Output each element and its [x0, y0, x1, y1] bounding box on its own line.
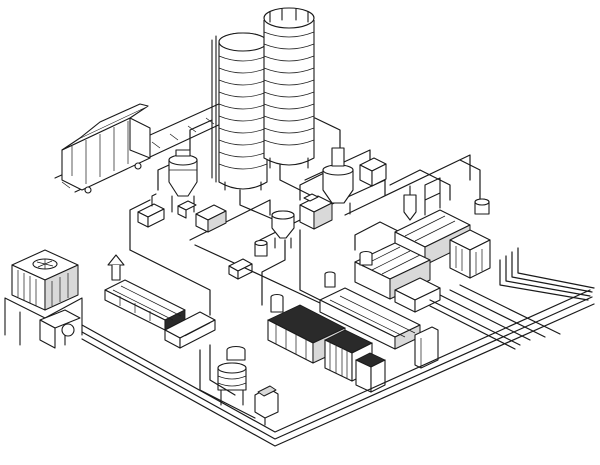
dryer-cluster: [299, 193, 333, 230]
receiving-hopper: [168, 149, 198, 213]
blending-hopper: [322, 147, 354, 215]
conveyor-pipes-right: [429, 247, 595, 350]
extrusion-line-center: [319, 271, 439, 369]
vacuum-loader-center: [254, 239, 268, 257]
storage-silo-right: [263, 7, 315, 169]
small-dryer-right: [474, 198, 490, 215]
cone-hopper-center: [271, 210, 295, 249]
cooling-tower: [4, 249, 83, 349]
storage-silo-left: [211, 32, 268, 191]
feeder-unit-left: [137, 193, 165, 228]
control-cabinet-top: [359, 157, 387, 187]
extruder-left: [104, 254, 216, 349]
pipe-network-lower: [81, 249, 595, 447]
molding-line-middle: [354, 242, 441, 313]
loader-unit-center: [228, 258, 253, 280]
railcar-hopper: [61, 103, 151, 194]
granulator: [254, 385, 279, 426]
injection-press-lower: [267, 293, 386, 393]
weigh-station: [177, 200, 227, 233]
frame-stand: [424, 177, 441, 216]
mixing-hopper-lower: [217, 345, 247, 406]
cyclone-separator: [403, 185, 417, 221]
